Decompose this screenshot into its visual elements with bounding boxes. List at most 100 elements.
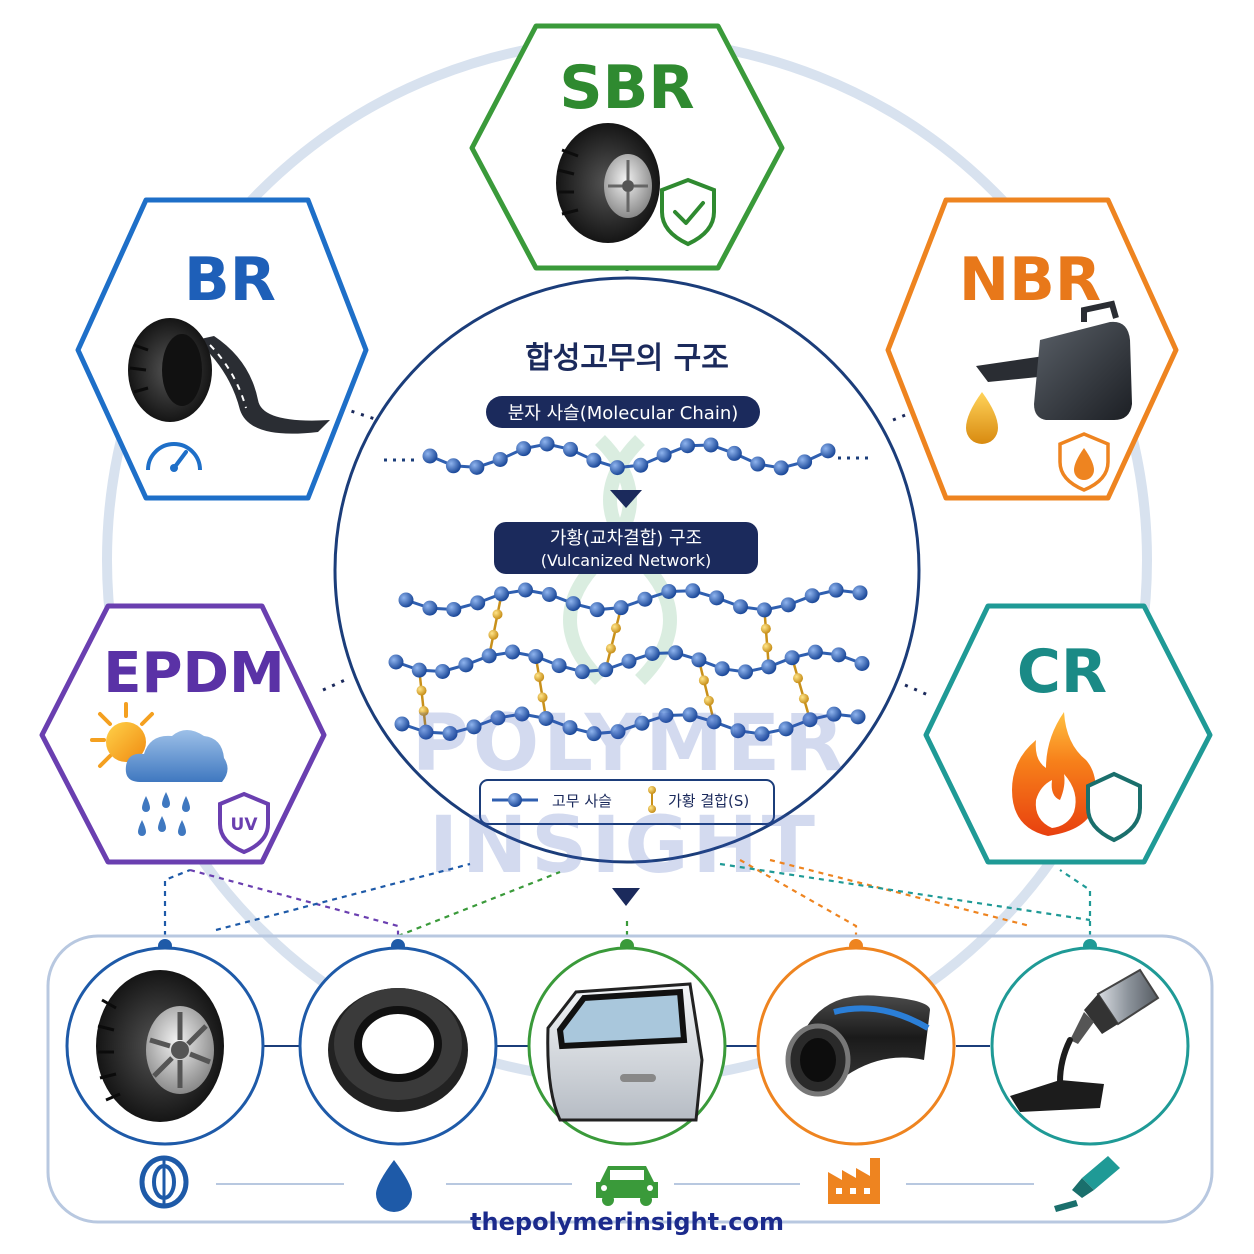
chain-bead: [634, 715, 650, 731]
sulfur-atom: [793, 673, 804, 684]
chain-bead: [551, 658, 567, 674]
svg-text:UV: UV: [231, 815, 259, 835]
chain-bead: [492, 451, 508, 467]
hexagon-epdm: EPDM UV: [39, 603, 327, 865]
hexagon-sbr-label: SBR: [559, 53, 694, 123]
chain-bead: [756, 602, 772, 618]
legend-bond-label: 가황 결합(S): [668, 792, 749, 810]
chain-bead: [682, 707, 698, 723]
chain-bead: [726, 445, 742, 461]
chain-bead: [828, 582, 844, 598]
sulfur-atom: [798, 693, 809, 704]
chain-bead: [446, 601, 462, 617]
tire-shield-check-icon: [556, 123, 716, 247]
chain-bead: [398, 592, 414, 608]
chain-bead: [589, 602, 605, 618]
chain-bead: [516, 441, 532, 457]
car-icon: [596, 1166, 658, 1206]
tire-icon: [139, 1155, 189, 1209]
chain-bead: [494, 586, 510, 602]
chain-bead: [637, 591, 653, 607]
chain-bead: [422, 448, 438, 464]
chain-bead: [505, 644, 520, 660]
chain-bead: [481, 648, 497, 664]
legend-chain-label: 고무 사슬: [552, 792, 612, 810]
applications-arrow-icon: [612, 888, 640, 906]
sulfur-bond: [604, 607, 623, 670]
chain-bead: [778, 721, 794, 737]
application-car-door-seal: [527, 939, 727, 1206]
vulcanized-label-kr: 가황(교차결합) 구조: [550, 528, 702, 549]
chain-bead: [490, 710, 506, 726]
sulfur-atom: [488, 629, 499, 640]
chain-bead: [609, 460, 625, 476]
sulfur-atom: [698, 675, 709, 686]
molecular-chain-label: 분자 사슬(Molecular Chain): [508, 403, 739, 424]
sulfur-bond: [418, 669, 428, 733]
application-oil-seal: [298, 939, 498, 1212]
drop-icon: [376, 1160, 412, 1212]
chain-bead: [761, 659, 777, 675]
chain-bead: [562, 441, 578, 457]
chain-bead: [750, 456, 766, 472]
chain-bead: [394, 716, 410, 732]
sulfur-atom: [760, 623, 771, 634]
chain-bead: [466, 719, 482, 735]
chain-bead: [831, 647, 847, 663]
chain-bead: [562, 720, 578, 736]
sulfur-atom: [418, 706, 429, 717]
chain-bead: [714, 661, 730, 677]
chain-bead: [850, 709, 866, 725]
chain-bead: [598, 662, 614, 678]
flame-shield-icon: [1012, 712, 1142, 843]
chain-bead: [826, 706, 842, 722]
chain-bead: [586, 726, 602, 742]
chain-bead: [458, 657, 474, 673]
footer-url[interactable]: thepolymerinsight.com: [470, 1208, 784, 1236]
chain-bead: [411, 662, 427, 678]
chain-bead: [661, 583, 677, 599]
glue-tube-icon: [1054, 1156, 1120, 1212]
chain-bead: [470, 595, 486, 611]
hexagon-nbr: NBR: [885, 197, 1179, 501]
vulcanized-pill: [494, 522, 758, 574]
chain-bead: [613, 600, 629, 616]
chain-bead: [691, 652, 707, 668]
vulcanized-network: [388, 582, 870, 742]
hexagon-epdm-label: EPDM: [103, 641, 285, 706]
chain-bead: [802, 712, 818, 728]
chain-bead: [685, 583, 701, 599]
hex-connectors: [322, 268, 931, 697]
sulfur-bond: [487, 593, 503, 657]
chain-bead: [784, 650, 800, 666]
chain-bead: [435, 663, 451, 679]
sulfur-atom: [703, 695, 714, 706]
chain-bead: [820, 443, 836, 459]
chain-bead: [754, 726, 770, 742]
chain-bead: [445, 458, 461, 474]
chain-bead: [780, 597, 796, 613]
hexagon-cr: CR: [923, 603, 1213, 865]
sulfur-atom: [537, 692, 548, 703]
chain-bead: [541, 586, 557, 602]
chain-bead: [852, 585, 868, 601]
chain-bead: [539, 436, 555, 452]
chain-bead: [442, 725, 458, 741]
applications-panel: [46, 934, 1214, 1224]
oil-can-drop-icon: [966, 300, 1132, 492]
watermark-line1: POLYMER: [412, 699, 848, 789]
molecular-chain-pill: [486, 396, 760, 428]
chain-bead: [807, 644, 823, 660]
chain-bead: [656, 447, 672, 463]
sulfur-atom: [492, 609, 503, 620]
factory-icon: [828, 1158, 880, 1204]
chain-bead: [538, 710, 554, 726]
chain-bead: [733, 599, 749, 615]
chain-bead: [730, 723, 746, 739]
chain-bead: [528, 648, 544, 664]
chain-bead: [797, 454, 813, 470]
sulfur-atom: [605, 643, 616, 654]
sulfur-atom: [416, 685, 427, 696]
structure-title: 합성고무의 구조: [525, 341, 729, 376]
